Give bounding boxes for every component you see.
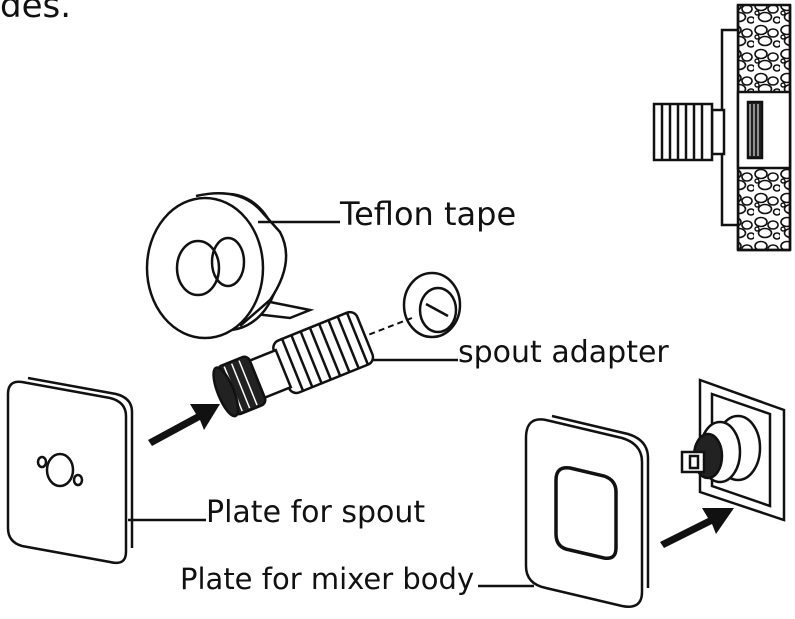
mixer-body-illustration [680,378,786,522]
plate-for-spout-illustration [6,376,206,565]
wall-fitting [736,90,792,170]
spout-adapter-illustration [212,271,462,418]
label-plate-for-mixer-body: Plate for mixer body [180,562,475,596]
label-plate-for-spout: Plate for spout [206,495,426,530]
mixer-plate-opening [554,466,618,561]
spout-plate-center-hole [45,452,75,488]
label-teflon-tape: Teflon tape [340,195,517,233]
wall-adapter [710,108,726,156]
arrow-to-mixer-body [660,508,734,548]
spout-plate-screw-right [72,473,84,487]
label-spout-adapter: spout adapter [458,335,669,370]
arrow-to-spout-plate [148,404,220,446]
teflon-tape-illustration [145,192,340,340]
wall-section-illustration [652,3,792,252]
spout-plate-screw-left [36,455,48,469]
plate-for-mixer-body-illustration [478,414,650,608]
label-top-fragment: des. [0,0,72,26]
